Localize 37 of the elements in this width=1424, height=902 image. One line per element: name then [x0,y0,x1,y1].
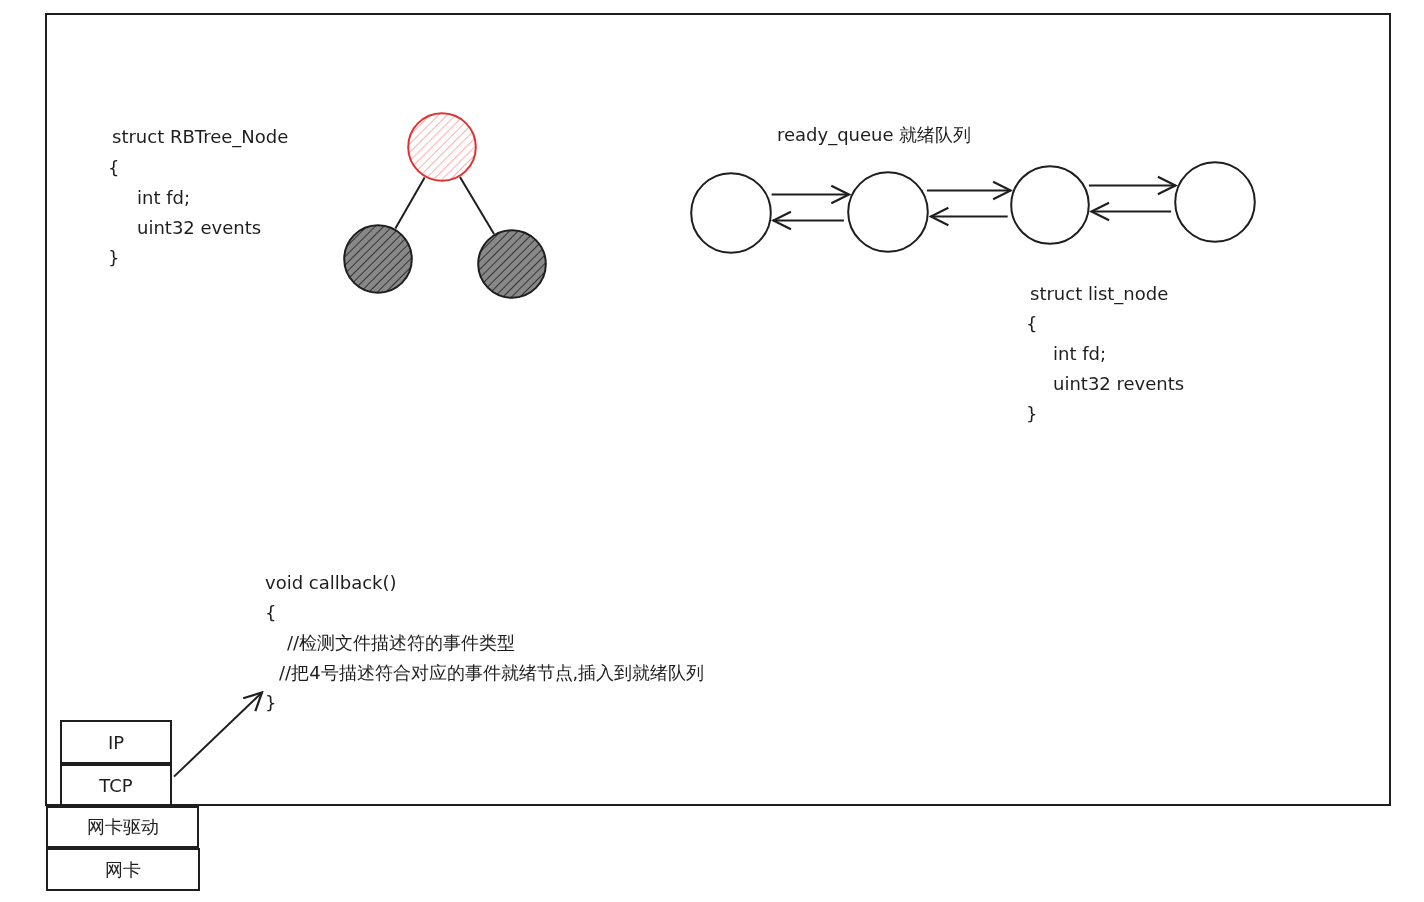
arrow [173,691,264,778]
arrow [1087,175,1177,196]
layer-box: 网卡 [46,848,200,891]
arrow [925,180,1012,201]
layer-box: TCP [60,764,172,806]
brace: { [265,601,277,625]
tree-node-circle [343,224,413,294]
struct-declaration: struct RBTree_Node [112,126,289,148]
brace: } [265,691,277,715]
queue-title: ready_queue 就绪队列 [777,124,972,146]
list-node-circle [1174,161,1256,243]
field-declaration: int fd; [137,187,190,209]
list-node-circle [1010,165,1090,245]
code-comment: //检测文件描述符的事件类型 [286,631,516,655]
frame-box [45,13,1391,806]
struct-declaration: struct list_node [1030,283,1169,305]
brace: { [108,157,120,179]
arrow [929,206,1009,227]
brace: } [108,247,120,269]
list-node-circle [847,171,929,253]
brace: } [1026,403,1038,425]
arrow [770,184,850,205]
arrow [772,210,845,231]
field-declaration: uint32 revents [1053,373,1185,395]
tree-branch-line [394,176,426,230]
code-comment: //把4号描述符合对应的事件就绪节点,插入到就绪队列 [278,661,705,685]
layer-box: 网卡驱动 [46,806,199,848]
brace: { [1026,313,1038,335]
arrow [1090,201,1173,222]
tree-node-circle [477,229,547,299]
tree-node-circle [407,112,477,182]
tree-branch-line [458,176,496,235]
list-node-circle [690,172,772,254]
layer-box: IP [60,720,172,764]
field-declaration: int fd; [1053,343,1106,365]
function-signature: void callback() [265,571,397,595]
field-declaration: uint32 events [137,217,262,239]
